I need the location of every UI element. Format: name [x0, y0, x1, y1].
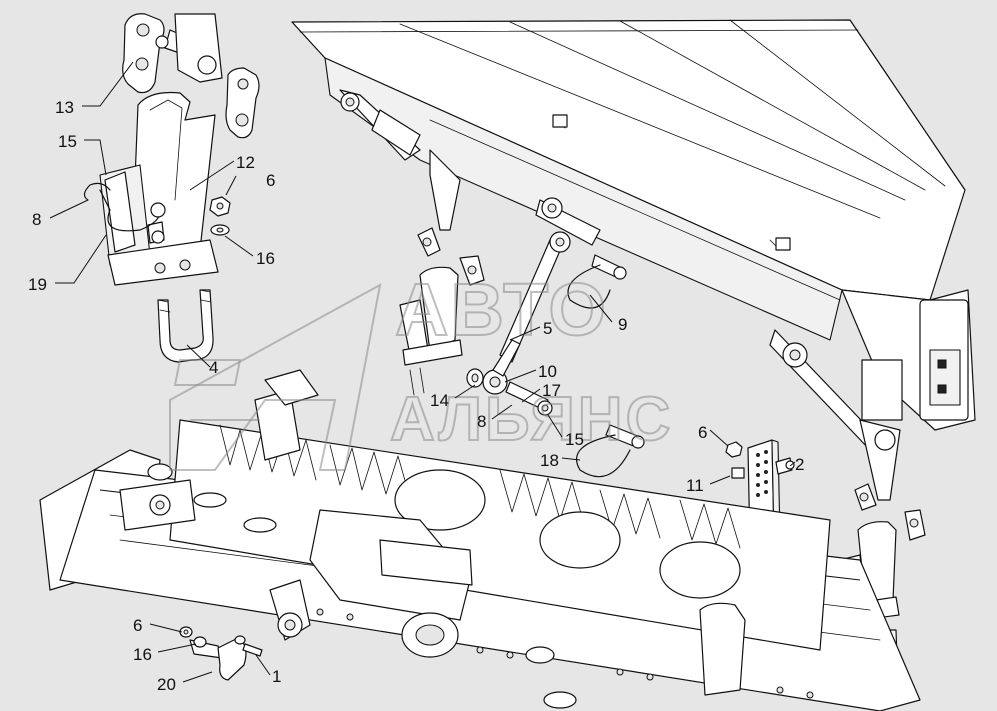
lower-frame-and-roller — [39, 369, 921, 711]
callout-17: 17 — [542, 381, 561, 400]
callout-11: 11 — [686, 476, 704, 495]
callout-labels: 13 15 12 6 8 16 19 4 5 9 10 14 17 8 15 1… — [28, 98, 804, 694]
leader-lines — [49, 61, 796, 683]
callout-15b: 15 — [565, 430, 584, 449]
callout-1: 1 — [272, 667, 281, 686]
callout-14: 14 — [430, 391, 449, 410]
callout-6b: 6 — [698, 423, 707, 442]
callout-20: 20 — [157, 675, 176, 694]
callout-16b: 16 — [133, 645, 152, 664]
watermark-line1: АВТО — [395, 268, 608, 351]
callout-8b: 8 — [477, 412, 486, 431]
handle-assembly — [179, 626, 263, 681]
callout-10: 10 — [538, 362, 557, 381]
callout-4: 4 — [209, 358, 218, 377]
seed-hopper — [291, 19, 976, 431]
callout-2: 2 — [795, 455, 804, 474]
callout-19: 19 — [28, 275, 47, 294]
callout-16: 16 — [256, 249, 275, 268]
center-bracket — [399, 227, 645, 478]
callout-5: 5 — [543, 319, 552, 338]
callout-15: 15 — [58, 132, 77, 151]
watermark-logo: АВТО АЛЬЯНС — [169, 267, 671, 471]
callout-13: 13 — [55, 98, 74, 117]
callout-9: 9 — [618, 315, 627, 334]
hopper-support-arms — [339, 89, 901, 501]
bracket-assembly-exploded — [83, 13, 260, 363]
callout-6c: 6 — [133, 616, 142, 635]
callout-12: 12 — [236, 153, 255, 172]
callout-18: 18 — [540, 451, 559, 470]
callout-6: 6 — [266, 171, 275, 190]
callout-8: 8 — [32, 210, 41, 229]
